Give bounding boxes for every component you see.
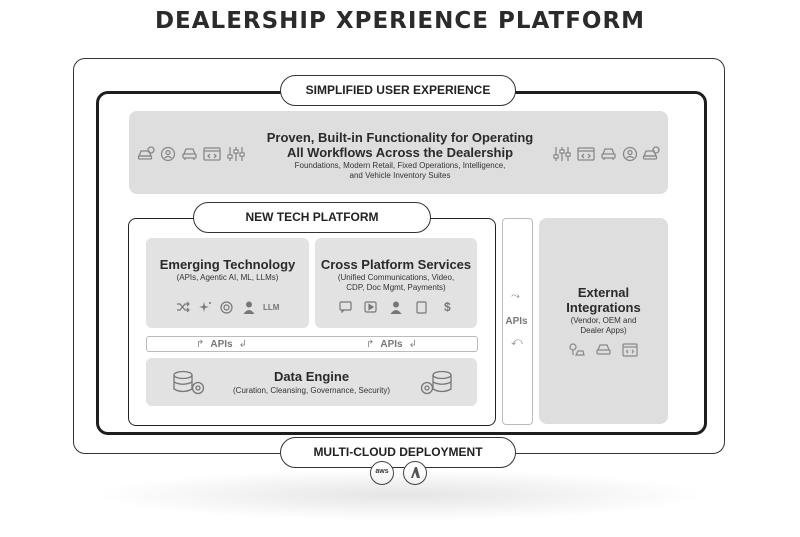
azure-logo [403, 461, 427, 485]
code-window-icon [577, 146, 595, 162]
aws-logo: aws [370, 461, 394, 485]
external-integrations-title: External Integrations [539, 285, 668, 315]
llm-label: LLM [263, 303, 280, 312]
apis-left-label: APIs [210, 338, 233, 350]
car-front-icon [595, 343, 612, 357]
cross-platform-sub-line1: (Unified Communications, Video, [337, 273, 455, 282]
apis-bar [146, 336, 478, 352]
code-window-icon [622, 343, 638, 357]
external-integrations-panel [539, 218, 668, 424]
emerging-technology-panel [146, 238, 309, 328]
sliders-icon [553, 146, 571, 162]
functionality-sub-line1: Foundations, Modern Retail, Fixed Operat… [294, 161, 506, 170]
cross-platform-title: Cross Platform Services [320, 257, 472, 272]
external-title-line1: External [577, 285, 630, 300]
car-chat-icon [137, 146, 155, 162]
apis-left-group: ↱ APIs ↲ [196, 336, 247, 352]
video-play-icon [364, 301, 377, 313]
chat-icon [339, 301, 352, 313]
apis-right-group: ↱ APIs ↲ [366, 336, 417, 352]
sliders-icon [227, 146, 245, 162]
sparkle-icon [198, 301, 212, 313]
user-gear-icon [160, 146, 176, 162]
new-tech-platform-label: NEW TECH PLATFORM [193, 202, 431, 233]
document-icon [416, 301, 427, 314]
data-engine-subtext: (Curation, Cleansing, Governance, Securi… [233, 386, 390, 395]
user-gear-icon [622, 146, 638, 162]
apis-right-label: APIs [380, 338, 403, 350]
car-chat-icon [642, 146, 660, 162]
code-window-icon [203, 146, 221, 162]
external-sub-line1: (Vendor, OEM and [570, 316, 637, 325]
curved-arrow-icon: ↱ [366, 338, 375, 350]
database-gear-icon [172, 370, 206, 396]
external-sub-line2: Dealer Apps) [580, 326, 627, 335]
multi-cloud-label: MULTI-CLOUD DEPLOYMENT [280, 437, 516, 468]
vertical-apis-label: APIs [505, 316, 528, 327]
dollar-icon: $ [444, 300, 451, 314]
curved-arrow-icon: ↲ [408, 338, 418, 350]
database-gear-icon [419, 370, 453, 396]
data-engine-title: Data Engine [273, 369, 350, 384]
ai-chip-icon [220, 301, 233, 314]
cross-platform-subtext: (Unified Communications, Video, CDP, Doc… [315, 273, 477, 293]
platform-shadow [100, 470, 700, 520]
car-key-icon [568, 343, 585, 357]
person-icon [390, 301, 402, 314]
shuffle-icon [176, 301, 190, 313]
data-engine-panel [146, 358, 477, 406]
external-title-line2: Integrations [566, 300, 641, 315]
functionality-heading-line1: Proven, Built-in Functionality for Opera… [266, 130, 534, 145]
person-icon [243, 301, 255, 314]
curved-arrow-icon: ⤺ [511, 336, 523, 348]
external-integrations-subtext: (Vendor, OEM and Dealer Apps) [539, 316, 668, 336]
functionality-heading: Proven, Built-in Functionality for Opera… [230, 130, 570, 160]
curved-arrow-icon: ⤳ [511, 290, 520, 302]
functionality-subtext: Foundations, Modern Retail, Fixed Operat… [230, 161, 570, 181]
vertical-apis-column [502, 218, 533, 425]
car-front-icon [600, 146, 617, 162]
emerging-technology-subtext: (APIs, Agentic AI, ML, LLMs) [176, 273, 279, 282]
curved-arrow-icon: ↱ [196, 338, 205, 350]
cross-platform-sub-line2: CDP, Doc Mgmt, Payments) [346, 283, 446, 292]
emerging-technology-title: Emerging Technology [159, 257, 296, 272]
functionality-sub-line2: and Vehicle Inventory Suites [349, 171, 451, 180]
simplified-ux-label: SIMPLIFIED USER EXPERIENCE [280, 75, 516, 106]
curved-arrow-icon: ↲ [238, 338, 248, 350]
page-title: DEALERSHIP XPERIENCE PLATFORM [154, 8, 646, 34]
functionality-heading-line2: All Workflows Across the Dealership [286, 145, 514, 160]
car-front-icon [181, 146, 198, 162]
